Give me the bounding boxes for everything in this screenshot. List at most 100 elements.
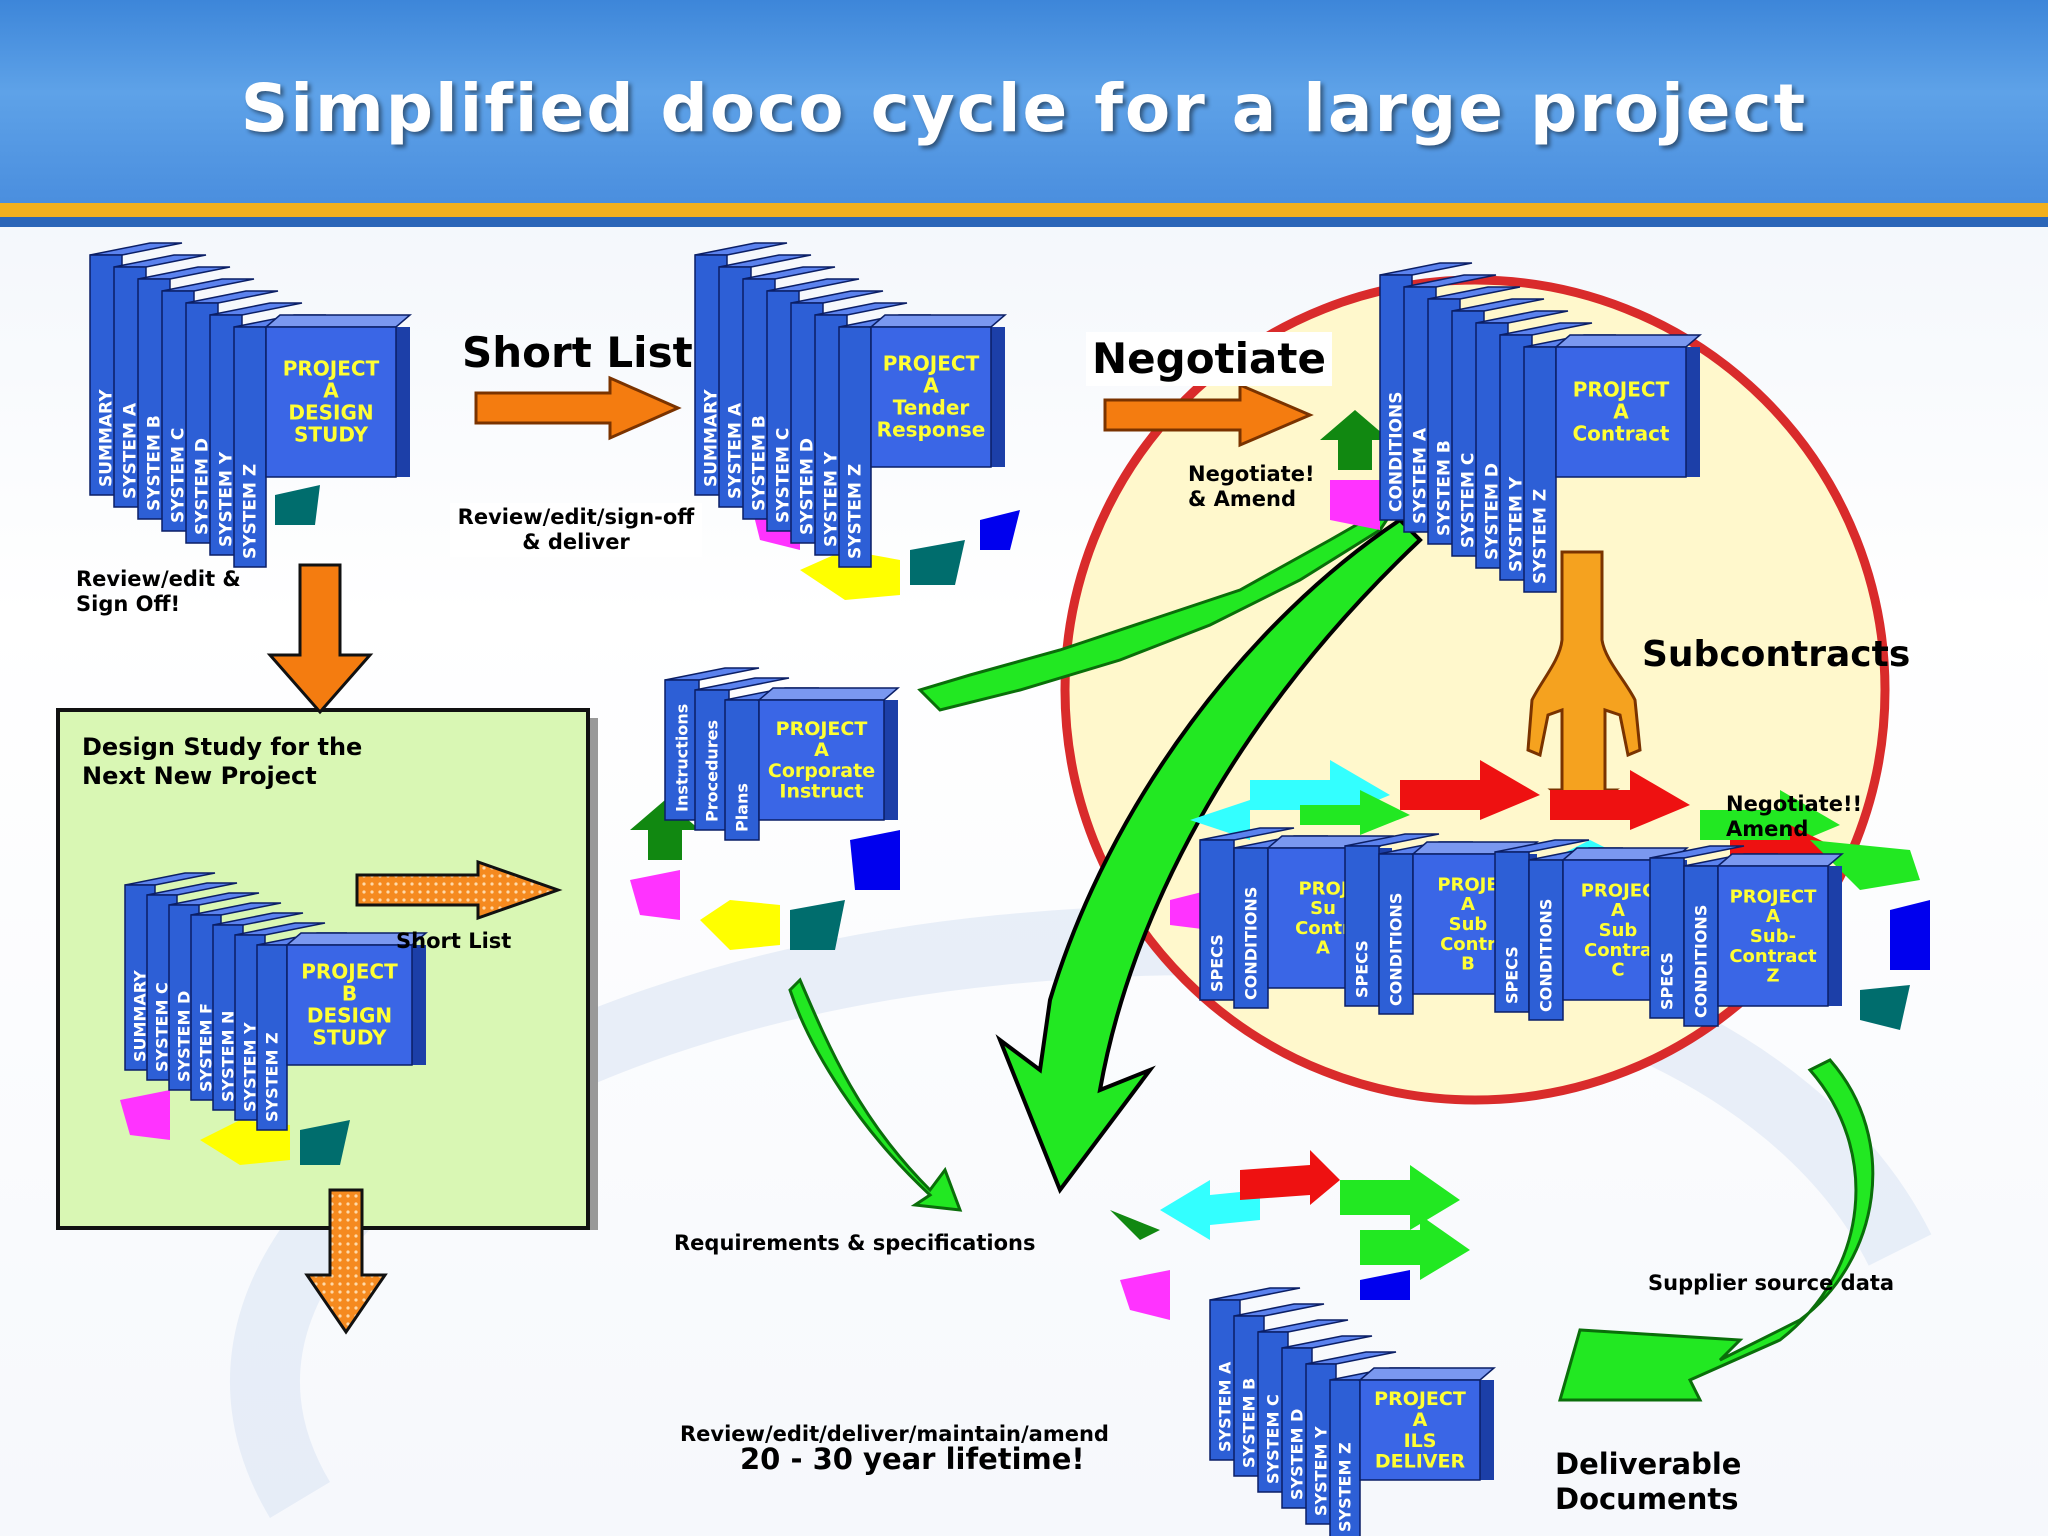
requirements-label: Requirements & specifications: [674, 1231, 1036, 1255]
review-lifetime-label1: Review/edit/deliver/maintain/amend: [680, 1422, 1109, 1446]
negotiate-amend-sub-line1: Negotiate!!: [1726, 792, 1863, 816]
binder-spine-label: SYSTEM Y: [822, 451, 842, 547]
binder-cover-label: A: [814, 739, 829, 761]
binder-cover-label: A: [923, 374, 939, 398]
binder-spine-label: SYSTEM Z: [241, 464, 261, 559]
negotiate-amend-line1: Negotiate!: [1188, 462, 1315, 486]
binder-cover-label: PROJECT: [776, 718, 868, 740]
binder-cover-label: A: [1611, 900, 1625, 921]
binder-cover-label: Contr: [1295, 918, 1351, 939]
review-signoff-deliver-label: Review/edit/sign-off & deliver: [450, 503, 702, 558]
binder-spine-label: CONDITIONS: [1387, 392, 1407, 512]
arrow-negotiate-to-corporate: [917, 498, 1402, 712]
binder-spine-label: SUMMARY: [97, 389, 117, 487]
binder-spine-label: Plans: [732, 783, 751, 832]
binder-spine-label: SYSTEM B: [1435, 440, 1455, 536]
binder-spine-label: SYSTEM D: [174, 991, 193, 1082]
binder-cover-label: B: [342, 982, 357, 1006]
binder-cover: [1359, 1379, 1481, 1481]
binder-cover-label: PROJEC: [1581, 880, 1656, 901]
subcontracts-label: Subcontracts: [1642, 634, 1911, 675]
binder-cover-label: A: [323, 379, 339, 403]
binder-cover-label: Response: [877, 418, 986, 442]
deliverable-line1: Deliverable: [1555, 1447, 1742, 1481]
binder-cover-label: A: [1413, 1409, 1428, 1431]
arrow-negotiate: [1103, 382, 1314, 448]
binder-spine-label: SYSTEM A: [1215, 1361, 1234, 1452]
binder-spine-label: SYSTEM C: [152, 982, 171, 1072]
binder-spine-label: SYSTEM Z: [1335, 1442, 1354, 1532]
binder-cover-label: C: [1611, 960, 1624, 981]
arrow-requirements: [788, 977, 963, 1212]
blue-stripe: [0, 217, 2048, 227]
binder-spine: [694, 689, 730, 831]
binder-cover-label: PROJ: [1298, 878, 1347, 899]
binder-cover-label: Contract: [1573, 422, 1670, 446]
binder-spine: [233, 326, 267, 568]
binder-cover-label: Contract: [1729, 946, 1817, 967]
supplier-source-label: Supplier source data: [1648, 1271, 1895, 1295]
binder-spine-label: SYSTEM C: [169, 428, 189, 523]
next-project-line1: Design Study for the: [82, 733, 363, 761]
binder-spine-label: SYSTEM C: [774, 428, 794, 523]
arrow-down-to-next: [266, 563, 374, 715]
negotiate-label: Negotiate: [1086, 332, 1332, 387]
binder-cover-label: DESIGN: [288, 401, 373, 425]
negotiate-amend-line2: & Amend: [1188, 487, 1296, 512]
binder-spine-label: SUMMARY: [130, 970, 149, 1062]
binder-spine-label: SYSTEM N: [218, 1011, 237, 1102]
binder-spine-label: SYSTEM Z: [262, 1032, 281, 1122]
binder-cover-label: Contr: [1440, 934, 1496, 955]
binder-spine: [1494, 851, 1530, 1013]
title-banner: [0, 0, 2048, 205]
cycle-ring-deliver: [1110, 1150, 1470, 1320]
binder-spine-label: SYSTEM A: [1411, 427, 1431, 524]
binder-cover-label: PROJECT: [1374, 1388, 1466, 1410]
binder-spine: [1233, 847, 1269, 1009]
gold-stripe: [0, 203, 2048, 217]
binder-cover: [758, 699, 885, 821]
binder-spine-label: Procedures: [702, 720, 721, 822]
review-signoff-line2: & deliver: [522, 530, 630, 555]
binder-spine-label: SYSTEM C: [1263, 1394, 1282, 1484]
binder-spine-label: SYSTEM A: [121, 402, 141, 499]
binder-spine-label: SPECS: [1352, 940, 1371, 998]
binder-cover: [1555, 346, 1687, 478]
binder-spine-label: CONDITIONS: [1536, 899, 1555, 1012]
binder-spine-label: SYSTEM Y: [1311, 1426, 1330, 1516]
binder-spine-label: SYSTEM D: [1287, 1409, 1306, 1500]
arrow-down-dotted: [304, 1188, 388, 1335]
binder-cover-label: B: [1461, 954, 1475, 975]
negotiate-amend-sub-line2: Amend: [1726, 817, 1809, 842]
arrow-supplier-source: [1558, 1058, 1875, 1402]
binder-spine: [724, 699, 760, 841]
binder-cover-label: PROJECT: [301, 960, 398, 984]
binder-spine: [1649, 857, 1685, 1019]
binder-spine-label: SYSTEM Y: [217, 451, 237, 547]
binder-cover: [1717, 865, 1829, 1007]
binder-spine-label: SYSTEM Z: [846, 464, 866, 559]
review-edit-label: Review/edit & Sign Off!: [76, 567, 241, 617]
binder-cover-label: A: [1613, 400, 1629, 424]
binder-spine-label: SPECS: [1502, 946, 1521, 1004]
arrow-contract-to-deliver: [995, 517, 1423, 1195]
binder-spine-label: SYSTEM B: [145, 415, 165, 511]
binder-cover-label: ILS: [1404, 1430, 1437, 1452]
binder-cover: [286, 944, 413, 1066]
binder-cover-label: Contra: [1584, 940, 1652, 961]
binder-cover-label: PROJECT: [1573, 378, 1670, 402]
binder-cover-label: DELIVER: [1375, 1451, 1466, 1473]
binder-cover-label: PROJE: [1437, 874, 1498, 895]
binder-spine-label: SYSTEM Y: [240, 1022, 259, 1112]
binder-cover-label: Tender: [893, 396, 970, 420]
binder-cover-label: Sub-: [1750, 926, 1796, 947]
binder-cover-label: STUDY: [313, 1026, 387, 1050]
binder-cover-label: Sub: [1599, 920, 1638, 941]
binder-spine-label: SYSTEM D: [1483, 463, 1503, 560]
